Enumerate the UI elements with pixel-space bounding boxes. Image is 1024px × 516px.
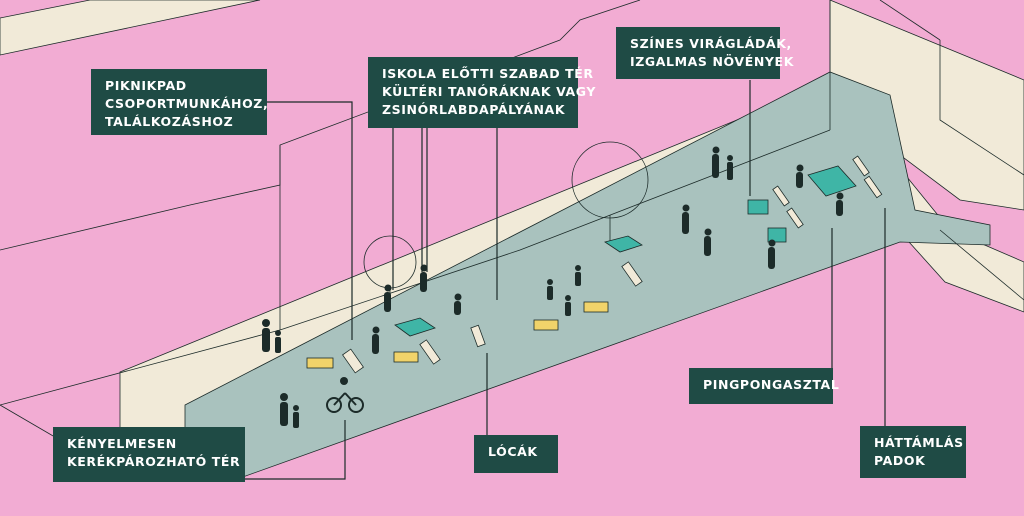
callout-text-line: TALÁLKOZÁSHOZ: [105, 114, 234, 129]
rooftop-sidewalk: [0, 0, 261, 56]
callout-backrest-benches: HÁTTÁMLÁS PADOK: [860, 426, 966, 478]
benches: [342, 155, 883, 374]
pingpong-table: [807, 165, 857, 197]
callout-text-line: KÜLTÉRI TANÓRÁKNAK VAGY: [382, 84, 597, 99]
tree-grates: [394, 235, 643, 337]
callout-picnic-table: PIKNIKPAD CSOPORTMUNKÁHOZ, TALÁLKOZÁSHOZ: [91, 69, 269, 135]
callout-text-line: PADOK: [874, 453, 926, 468]
callout-bike-space: KÉNYELMESEN KERÉKPÁROZHATÓ TÉR: [53, 427, 245, 482]
callout-text-line: KÉNYELMESEN: [67, 436, 177, 451]
callout-text-line: CSOPORTMUNKÁHOZ,: [105, 96, 269, 111]
callout-text-line: PIKNIKPAD: [105, 78, 187, 93]
cyclist-head: [340, 377, 348, 385]
callout-school-square: ISKOLA ELŐTTI SZABAD TÉR KÜLTÉRI TANÓRÁK…: [368, 57, 597, 128]
callout-text-line: ZSINÓRLABDAPÁLYÁNAK: [382, 102, 566, 117]
people-figures: [262, 146, 844, 428]
callout-text-line: ISKOLA ELŐTTI SZABAD TÉR: [382, 66, 594, 81]
flower-planters: [306, 199, 787, 369]
callout-benches: LÓCÁK: [474, 435, 558, 473]
callout-planters: SZÍNES VIRÁGLÁDÁK, IZGALMAS NÖVÉNYEK: [616, 27, 794, 79]
callout-pingpong-table: PINGPONGASZTAL: [689, 368, 840, 404]
callout-text-line: IZGALMAS NÖVÉNYEK: [630, 54, 794, 69]
callout-text-line: PINGPONGASZTAL: [703, 377, 840, 392]
leader-lines: [245, 80, 886, 480]
callout-text-line: HÁTTÁMLÁS: [874, 435, 964, 450]
cyclist-figure: [326, 392, 364, 413]
callout-text-line: SZÍNES VIRÁGLÁDÁK,: [630, 36, 792, 51]
callout-text-line: LÓCÁK: [488, 444, 538, 459]
callout-text-line: KERÉKPÁROZHATÓ TÉR: [67, 454, 241, 469]
